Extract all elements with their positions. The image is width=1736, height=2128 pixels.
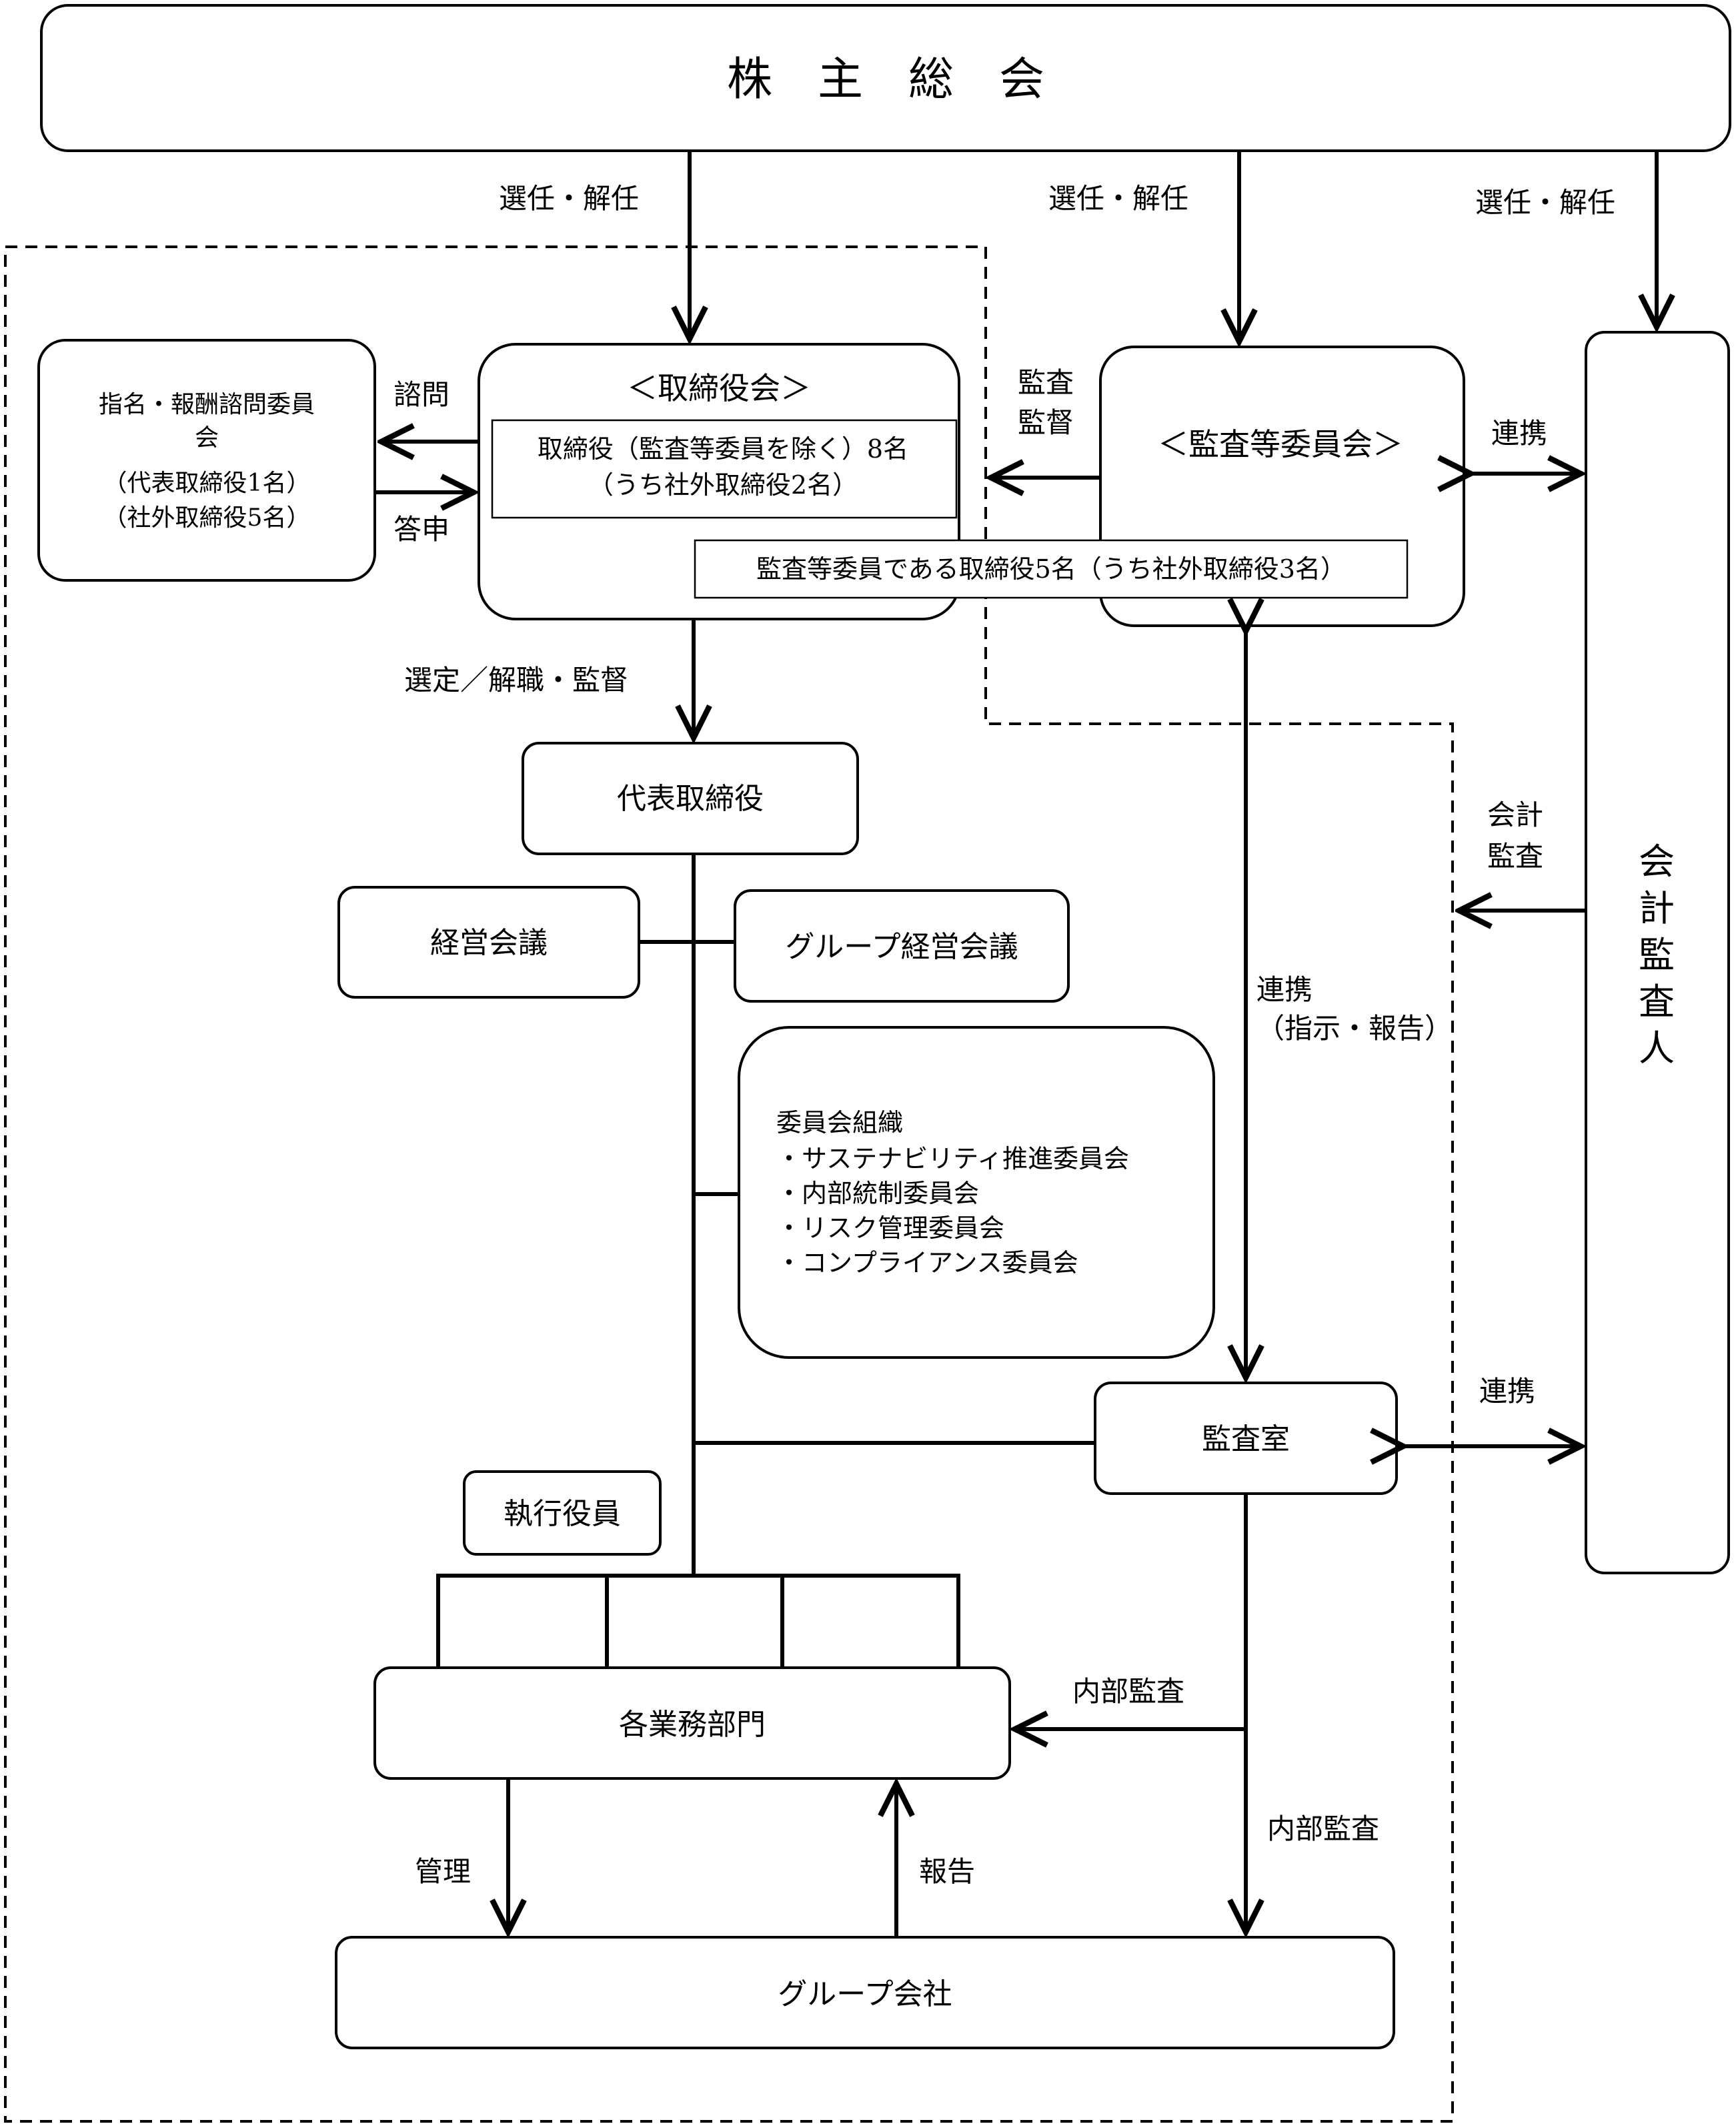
business-divisions-box <box>373 1666 1011 1780</box>
internal-audit-label-divisions: 内部監査 <box>1072 1675 1184 1708</box>
executive-officers-box <box>463 1470 662 1556</box>
elect-dismiss-label-audit: 選任・解任 <box>1048 182 1188 215</box>
representative-director-label: 代表取締役 <box>617 782 764 816</box>
accounting-auditor-box <box>1585 331 1730 1574</box>
nomination-committee-members-2: （社外取締役5名） <box>103 504 311 532</box>
report-answer-label: 答申 <box>393 513 450 546</box>
management-meeting-label: 経営会議 <box>430 926 548 960</box>
audit-office-label: 監査室 <box>1202 1422 1290 1456</box>
internal-scope-boundary <box>4 245 1454 2123</box>
accounting-auditor-char-1: 会 <box>1639 841 1675 883</box>
business-divisions-label: 各業務部門 <box>619 1708 766 1742</box>
cooperation-label-top: 連携 <box>1491 417 1547 450</box>
audit-supervise-label-1: 監査 <box>1018 366 1074 399</box>
cooperation-instruction-label-1: 連携 <box>1256 973 1313 1006</box>
group-companies-label: グループ会社 <box>778 1977 952 2011</box>
nomination-committee-title-2: 会 <box>195 424 219 452</box>
accounting-auditor-char-5: 人 <box>1639 1027 1675 1069</box>
committee-item-4: ・コンプライアンス委員会 <box>776 1248 1078 1277</box>
board-members-2: （うち社外取締役2名） <box>588 470 858 500</box>
cooperation-instruction-label-2: （指示・報告） <box>1256 1012 1453 1045</box>
elect-dismiss-label-auditor: 選任・解任 <box>1475 186 1615 219</box>
manage-label: 管理 <box>415 1855 471 1888</box>
internal-audit-label-group: 内部監査 <box>1267 1812 1379 1845</box>
audit-committee-members-box <box>694 539 1409 599</box>
audit-supervise-label-2: 監督 <box>1018 406 1074 439</box>
accounting-audit-label-1: 会計 <box>1487 799 1543 831</box>
committee-item-2: ・内部統制委員会 <box>776 1179 979 1208</box>
accounting-audit-label-2: 監査 <box>1487 840 1543 873</box>
board-title: ＜取締役会＞ <box>627 370 811 406</box>
nomination-committee-members-1: （代表取締役1名） <box>103 470 311 497</box>
nomination-committee-title-1: 指名・報酬諮問委員 <box>99 391 315 418</box>
consult-label: 諮問 <box>393 378 450 411</box>
representative-director-box <box>522 742 859 855</box>
board-members-box <box>491 419 958 519</box>
cooperation-label-bottom: 連携 <box>1479 1375 1535 1408</box>
committee-item-3: ・リスク管理委員会 <box>776 1213 1004 1243</box>
group-management-meeting-label: グループ経営会議 <box>785 930 1018 964</box>
board-members-1: 取締役（監査等委員を除く）8名 <box>538 434 908 464</box>
group-companies-box <box>335 1936 1395 2049</box>
accounting-auditor-char-2: 計 <box>1639 887 1675 929</box>
audit-committee-title: ＜監査等委員会＞ <box>1158 426 1403 462</box>
report-label: 報告 <box>919 1855 975 1888</box>
shareholders-meeting-label: 株 主 総 会 <box>727 53 1044 106</box>
elect-dismiss-label-board: 選任・解任 <box>499 182 639 215</box>
accounting-auditor-char-3: 監 <box>1639 934 1675 976</box>
accounting-auditor-char-4: 査 <box>1639 981 1675 1023</box>
nomination-committee-box <box>37 339 376 582</box>
audit-committee-members: 監査等委員である取締役5名（うち社外取締役3名） <box>756 554 1346 584</box>
committee-organization-title: 委員会組織 <box>776 1108 903 1137</box>
group-management-meeting-box <box>734 889 1070 1003</box>
committee-item-1: ・サステナビリティ推進委員会 <box>776 1144 1129 1173</box>
shareholders-meeting-box <box>40 4 1731 152</box>
executive-officers-label: 執行役員 <box>504 1497 621 1531</box>
select-dismiss-supervise-label: 選定／解職・監督 <box>404 664 628 696</box>
